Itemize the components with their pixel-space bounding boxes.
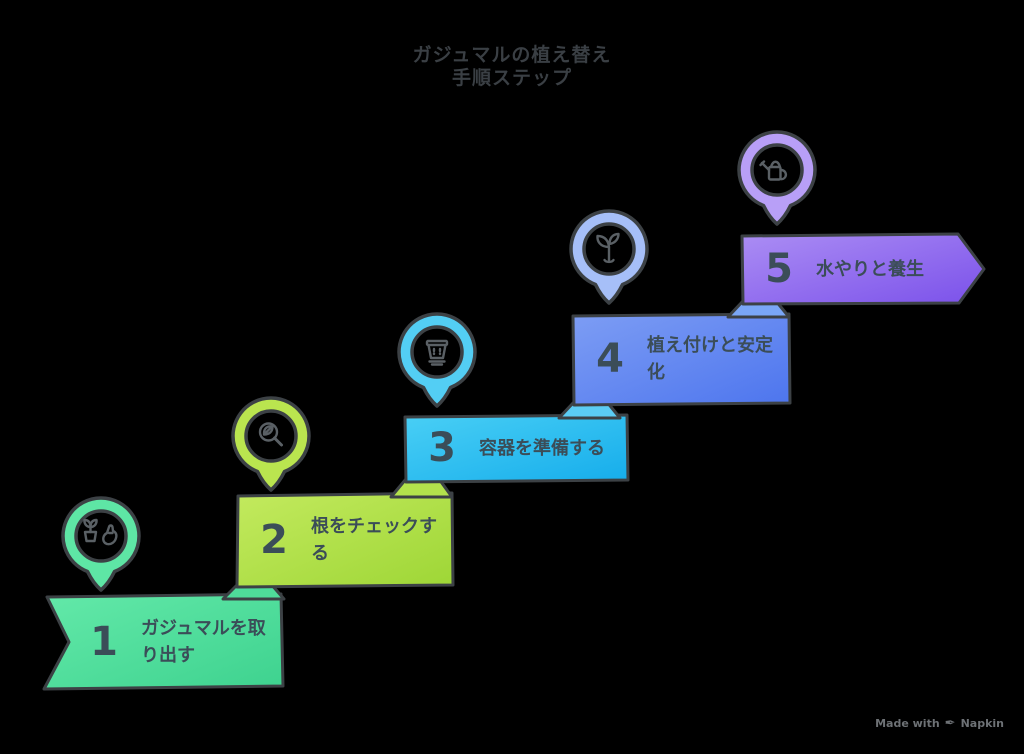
title-line-2: 手順ステップ bbox=[451, 66, 572, 89]
step-5-label: 水やりと養生 bbox=[816, 258, 924, 280]
napkin-pen-logo-icon: ✒ bbox=[944, 716, 956, 731]
plant-removal-icon bbox=[83, 518, 118, 546]
seedling-icon bbox=[596, 232, 620, 264]
root-inspect-magnifier-icon bbox=[258, 422, 283, 447]
banner-step-3 bbox=[403, 413, 630, 484]
step-2-number: 2 bbox=[260, 517, 288, 563]
banner-step-5 bbox=[740, 232, 986, 306]
step-4-label: 植え付けと安定化 bbox=[647, 335, 773, 383]
step-4-text: 4 植え付けと安定化 bbox=[593, 315, 785, 403]
step-1-label: ガジュマルを取り出す bbox=[141, 618, 266, 666]
banner-step-4 bbox=[571, 312, 792, 407]
step-5-number: 5 bbox=[765, 246, 793, 292]
watermark-prefix: Made with bbox=[875, 717, 940, 730]
step-2-label: 根をチェックする bbox=[311, 516, 437, 564]
step-2-text: 2 根をチェックする bbox=[257, 495, 449, 585]
step-1-text: 1 ガジュマルを取り出す bbox=[87, 596, 279, 688]
step-3-text: 3 容器を準備する bbox=[425, 416, 617, 480]
step-3-label: 容器を準備する bbox=[479, 437, 605, 459]
step-3-number: 3 bbox=[428, 425, 456, 471]
bubble-step-2-inner bbox=[244, 409, 298, 463]
title-line-1: ガジュマルの植え替え bbox=[412, 44, 612, 66]
made-with-napkin-watermark: Made with ✒ Napkin bbox=[875, 717, 1004, 730]
banner-step-2 bbox=[235, 491, 455, 589]
step-1-number: 1 bbox=[90, 619, 118, 665]
step-5-text: 5 水やりと養生 bbox=[762, 235, 954, 303]
watering-can-icon bbox=[759, 160, 788, 181]
watermark-brand: Napkin bbox=[960, 717, 1004, 730]
step-4-number: 4 bbox=[596, 336, 624, 382]
bubble-step-5-inner bbox=[750, 143, 804, 197]
container-pot-icon bbox=[425, 339, 449, 366]
page-title: ガジュマルの植え替え 手順ステップ bbox=[0, 44, 1024, 90]
bubble-step-3-inner bbox=[410, 325, 464, 379]
bubble-step-1-inner bbox=[74, 509, 128, 563]
